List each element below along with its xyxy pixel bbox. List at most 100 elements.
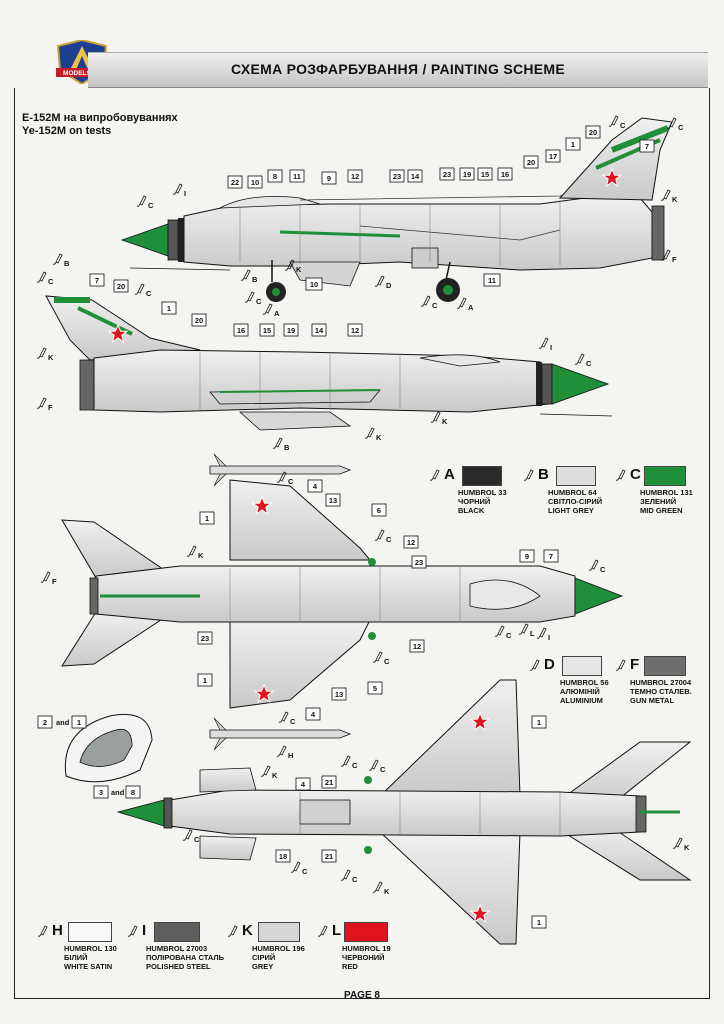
paint-marker-f: F xyxy=(672,255,677,264)
page-title: СХЕМА РОЗФАРБУВАННЯ / PAINTING SCHEME xyxy=(230,61,566,77)
callout-8: 8 xyxy=(273,172,277,181)
paint-marker-k4: K xyxy=(442,417,448,426)
callout-canopy-8: 8 xyxy=(131,788,135,797)
swatch-code: A xyxy=(444,466,455,483)
callouts-side1: 22 10 8 11 9 12 23 14 23 19 15 16 20 17 … xyxy=(227,125,655,189)
callout-22: 22 xyxy=(231,178,239,187)
callout-1: 1 xyxy=(205,514,209,523)
brush-icon xyxy=(529,659,540,671)
callout-21: 21 xyxy=(325,778,333,787)
callout-12b: 12 xyxy=(413,642,421,651)
swatch-color-box xyxy=(556,466,596,486)
brush-icon xyxy=(429,469,440,481)
swatch-code: C xyxy=(630,466,641,483)
paint-marker-k3: K xyxy=(48,353,54,362)
brush-icon xyxy=(227,925,238,937)
callout-canopy-3: 3 xyxy=(99,788,103,797)
paint-marker-i3: I xyxy=(548,633,550,642)
callout-15: 15 xyxy=(481,170,489,179)
callouts-side2: 7 20 1 20 16 15 19 14 12 xyxy=(89,273,363,337)
brush-icon xyxy=(523,469,534,481)
paint-marker-c11: C xyxy=(600,565,606,574)
callout-12: 12 xyxy=(351,172,359,181)
swatch-code: B xyxy=(538,466,549,483)
callouts-top: 4 13 1 6 12 23 9 7 23 12 1 5 13 4 xyxy=(197,479,559,721)
callout-1b: 1 xyxy=(537,918,541,927)
paint-marker-a2: A xyxy=(468,303,474,312)
logo-text: MODELSVIT xyxy=(63,70,101,77)
paint-marker-k2: K xyxy=(672,195,678,204)
callout-set: 22 10 8 11 9 12 23 14 23 19 15 16 20 17 … xyxy=(37,125,655,929)
paint-marker-i2: I xyxy=(550,343,552,352)
callout-canopy-2: 2 xyxy=(43,718,47,727)
callout-18: 18 xyxy=(279,852,287,861)
callout-canopy-and2: and xyxy=(111,788,125,797)
paint-marker-b2: B xyxy=(64,259,70,268)
swatch-color-box xyxy=(644,656,686,676)
paint-marker-a: A xyxy=(274,309,280,318)
callout-20: 20 xyxy=(527,158,535,167)
paint-marker-c19: C xyxy=(194,835,200,844)
callout-4b: 4 xyxy=(311,710,316,719)
top-view xyxy=(61,453,624,751)
callouts-wheels: 10 11 xyxy=(305,273,501,291)
paint-marker-c7: C xyxy=(146,289,152,298)
callout-23: 23 xyxy=(415,558,423,567)
paint-marker-c: C xyxy=(148,201,154,210)
callout-9: 9 xyxy=(525,552,529,561)
callout-wheel-10: 10 xyxy=(310,280,318,289)
callout-4: 4 xyxy=(301,780,306,789)
callout-23b: 23 xyxy=(201,634,209,643)
brush-icon xyxy=(317,925,328,937)
swatch-color-box xyxy=(68,922,112,942)
callout-canopy-and1: and xyxy=(56,718,70,727)
paint-marker-c5: C xyxy=(678,123,684,132)
callouts-canopy: 2 and 1 3 and 8 xyxy=(37,715,141,799)
swatch-color-box xyxy=(258,922,300,942)
paint-marker-c12: C xyxy=(506,631,512,640)
paint-marker-f3: F xyxy=(52,577,57,586)
callout-12: 12 xyxy=(407,538,415,547)
callout-4: 4 xyxy=(313,482,318,491)
swatch-color-box xyxy=(344,922,388,942)
swatch-color-box xyxy=(462,466,502,486)
callout-11: 11 xyxy=(293,172,301,181)
swatch-code: H xyxy=(52,922,63,939)
paint-marker-c15: C xyxy=(352,761,358,770)
callout-1: 1 xyxy=(537,718,541,727)
callout-7: 7 xyxy=(645,142,649,151)
aircraft-title-en: Ye-152M on tests xyxy=(22,125,112,137)
paint-marker-c2: C xyxy=(256,297,262,306)
swatch-code: L xyxy=(332,922,342,939)
swatch-code: I xyxy=(142,922,147,939)
paint-marker-i: I xyxy=(184,189,186,198)
side-view-right xyxy=(120,117,673,302)
callouts-bottom: 1 21 4 21 18 1 xyxy=(275,715,547,929)
swatch-code: F xyxy=(630,656,640,673)
callout-20b: 20 xyxy=(589,128,597,137)
paint-marker-c3: C xyxy=(432,301,438,310)
page-number: PAGE 8 xyxy=(344,990,380,1001)
paint-marker-k9: K xyxy=(684,843,690,852)
bottom-view xyxy=(116,679,692,945)
callout-23b: 23 xyxy=(443,170,451,179)
paint-marker-k: K xyxy=(296,265,302,274)
paint-marker-c17: C xyxy=(302,867,308,876)
paint-marker-b: B xyxy=(252,275,258,284)
paint-marker-b3: B xyxy=(284,443,290,452)
